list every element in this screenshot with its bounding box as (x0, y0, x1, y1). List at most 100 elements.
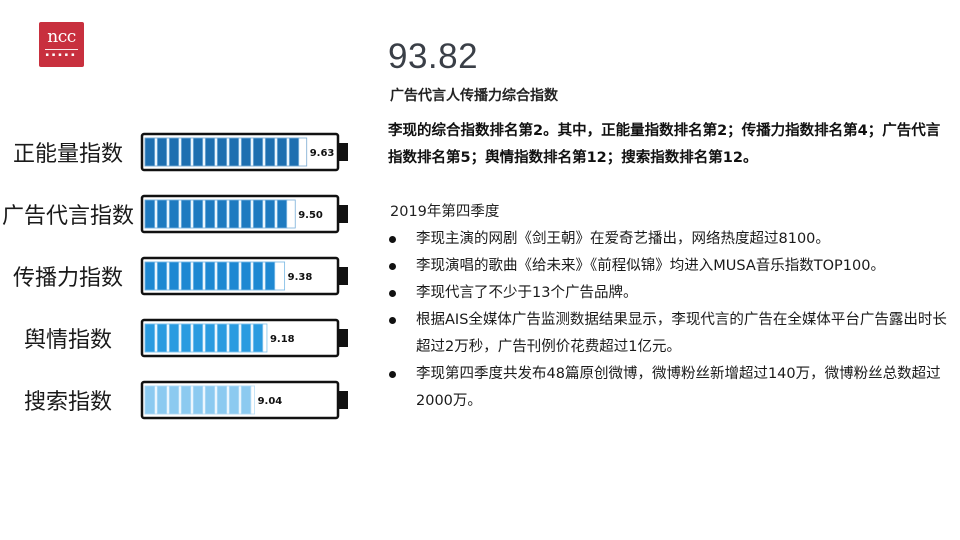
battery-segment (228, 261, 240, 291)
bullet-dot (389, 290, 396, 297)
battery-segment (156, 323, 168, 353)
battery-segment (144, 199, 156, 229)
battery-segment (180, 137, 192, 167)
highlight-text: 根据AIS全媒体广告监测数据结果显示，李现代言的广告在全媒体平台广告露出时长超过… (416, 312, 947, 355)
battery-segment (156, 137, 168, 167)
value-label: 9.50 (298, 210, 323, 221)
index-battery-chart: 正能量指数 9.63 广告代言指数 9.50 传播力指数 9.38 舆情指数 9.18 搜索指数… (2, 132, 348, 420)
battery-segment (168, 261, 180, 291)
logo-text: ncc (47, 27, 76, 47)
battery-segment (240, 323, 252, 353)
bullet-dot (389, 371, 396, 378)
bullet-dot (389, 317, 396, 324)
category-label: 传播力指数 (13, 266, 123, 291)
battery-segment (216, 323, 228, 353)
value-label: 9.18 (270, 334, 295, 345)
battery-segment (168, 199, 180, 229)
battery-segment (192, 385, 204, 415)
battery-segment (204, 199, 216, 229)
highlight-text: 李现演唱的歌曲《给未来》《前程似锦》均进入MUSA音乐指数TOP100。 (416, 258, 885, 274)
bullet-dot (389, 263, 396, 270)
battery-segment (180, 261, 192, 291)
battery-segment (276, 199, 288, 229)
battery-segment (240, 137, 252, 167)
battery-cap (338, 205, 348, 223)
value-label: 9.38 (288, 272, 313, 283)
overall-score-label: 广告代言人传播力综合指数 (390, 88, 558, 104)
highlight-text: 李现代言了不少于13个广告品牌。 (416, 285, 638, 301)
battery-segment (240, 261, 252, 291)
battery-segment (144, 137, 156, 167)
highlight-item: 李现主演的网剧《剑王朝》在爱奇艺播出，网络热度超过8100。 (388, 226, 948, 253)
battery-segment (204, 385, 216, 415)
battery-segment (144, 385, 156, 415)
overall-score: 93.82 (388, 37, 479, 76)
battery-segment (264, 261, 276, 291)
battery-cap (338, 329, 348, 347)
highlight-item: 李现第四季度共发布48篇原创微博，微博粉丝新增超过140万，微博粉丝总数超过20… (388, 361, 948, 415)
battery-segment (252, 199, 264, 229)
battery-segment (204, 323, 216, 353)
category-label: 舆情指数 (24, 328, 112, 353)
battery-cap (338, 267, 348, 285)
category-label: 搜索指数 (24, 390, 112, 415)
value-label: 9.63 (310, 148, 335, 159)
logo-dots: ▪▪▪▪▪ (45, 52, 78, 58)
battery-segment (192, 199, 204, 229)
category-label: 正能量指数 (13, 142, 123, 167)
battery-segment (216, 385, 228, 415)
battery-segment (252, 261, 264, 291)
battery-segment (204, 261, 216, 291)
battery-segment (144, 261, 156, 291)
bullet-dot (389, 236, 396, 243)
battery-segment (168, 323, 180, 353)
bar-fill (144, 323, 268, 353)
category-label: 广告代言指数 (2, 204, 134, 229)
battery-segment (216, 137, 228, 167)
bar-fill (144, 199, 296, 229)
highlight-text: 李现主演的网剧《剑王朝》在爱奇艺播出，网络热度超过8100。 (416, 231, 830, 247)
highlight-item: 李现代言了不少于13个广告品牌。 (388, 280, 948, 307)
battery-segment (228, 137, 240, 167)
battery-segment (204, 137, 216, 167)
battery-segment (264, 199, 276, 229)
period-heading: 2019年第四季度 (390, 204, 500, 220)
battery-segment (228, 323, 240, 353)
battery-segment (228, 385, 240, 415)
battery-segment (192, 137, 204, 167)
battery-segment (276, 137, 288, 167)
battery-segment (288, 137, 300, 167)
highlights-list: 李现主演的网剧《剑王朝》在爱奇艺播出，网络热度超过8100。 李现演唱的歌曲《给… (388, 226, 948, 415)
battery-segment (168, 137, 180, 167)
battery-segment (180, 385, 192, 415)
battery-segment (228, 199, 240, 229)
bar-fill (144, 261, 286, 291)
value-label: 9.04 (258, 396, 283, 407)
battery-segment (168, 385, 180, 415)
battery-segment (144, 323, 156, 353)
logo-rule (45, 49, 78, 50)
ranking-summary: 李现的综合指数排名第2。其中，正能量指数排名第2；传播力指数排名第4；广告代言指… (388, 123, 941, 166)
battery-segment (216, 261, 228, 291)
battery-segment (240, 199, 252, 229)
battery-cap (338, 391, 348, 409)
battery-segment (156, 261, 168, 291)
battery-segment (192, 323, 204, 353)
battery-segment (180, 199, 192, 229)
battery-segment (192, 261, 204, 291)
battery-segment (252, 137, 264, 167)
ncc-logo: ncc ▪▪▪▪▪ (39, 22, 84, 67)
bar-fill (144, 385, 255, 415)
battery-segment (180, 323, 192, 353)
battery-segment (156, 385, 168, 415)
highlight-item: 李现演唱的歌曲《给未来》《前程似锦》均进入MUSA音乐指数TOP100。 (388, 253, 948, 280)
battery-segment (156, 199, 168, 229)
bar-fill (144, 137, 308, 167)
highlight-text: 李现第四季度共发布48篇原创微博，微博粉丝新增超过140万，微博粉丝总数超过20… (416, 366, 941, 409)
battery-segment (264, 137, 276, 167)
battery-segment (252, 323, 264, 353)
battery-segment (216, 199, 228, 229)
highlight-item: 根据AIS全媒体广告监测数据结果显示，李现代言的广告在全媒体平台广告露出时长超过… (388, 307, 948, 361)
battery-cap (338, 143, 348, 161)
battery-segment (240, 385, 252, 415)
